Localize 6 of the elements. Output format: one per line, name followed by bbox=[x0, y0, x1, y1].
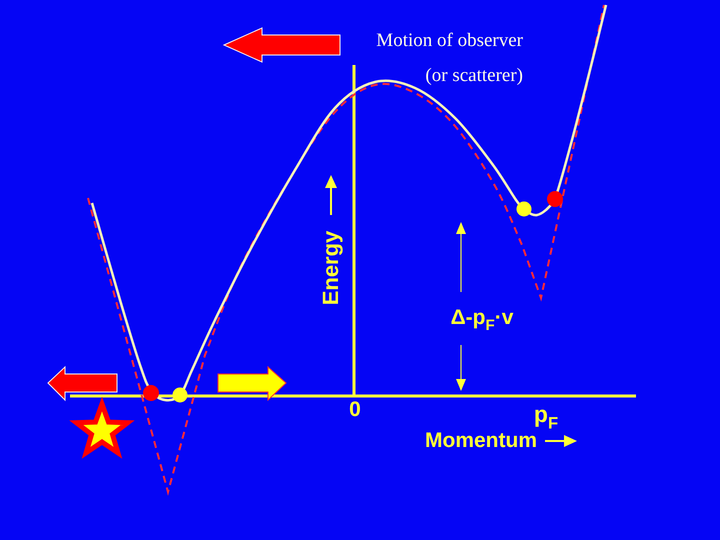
tick-label: p$_{F}$ bbox=[534, 402, 558, 426]
gap-label: Δ-p$_{F}$·v bbox=[450, 306, 514, 330]
tick-label: 0 bbox=[349, 398, 361, 422]
axis-title: Momentum bbox=[425, 429, 537, 453]
motion-caption: Motion of observer (or scatterer) bbox=[375, 29, 523, 88]
axis-title: Energy bbox=[319, 230, 343, 306]
